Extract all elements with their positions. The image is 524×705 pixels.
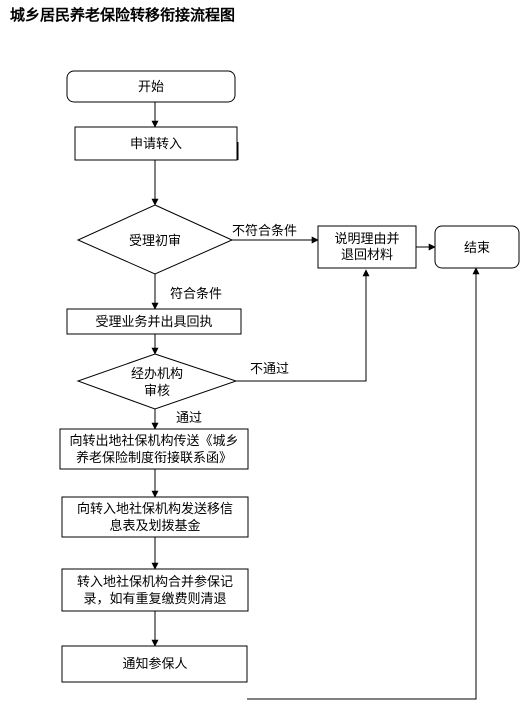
transfer-in-send-box bbox=[61, 496, 249, 538]
send-letter-box bbox=[59, 428, 249, 470]
edge-notify-end bbox=[247, 267, 480, 700]
agency-review-diamond bbox=[76, 353, 238, 410]
agency-review-line-1: 经办机构 bbox=[131, 367, 183, 382]
edge-agency-explain bbox=[236, 269, 370, 382]
accept-receipt-label: 受理业务并出具回执 bbox=[95, 314, 212, 330]
start-label: 开始 bbox=[138, 80, 164, 95]
page-title: 城乡居民养老保险转移衔接流程图 bbox=[10, 6, 236, 24]
apply-box bbox=[74, 126, 238, 161]
edge-label-not-qualified: 不符合条件 bbox=[232, 223, 297, 239]
transfer-in-send-line-1: 向转入地社保机构发送移信 bbox=[77, 501, 233, 517]
agency-review-line-2: 审核 bbox=[144, 384, 170, 399]
send-letter-line-2: 养老保险制度衔接联系函》 bbox=[76, 450, 232, 466]
explain-return-line-1: 说明理由并 bbox=[334, 232, 399, 247]
notify-box bbox=[61, 645, 248, 683]
notify-label: 通知参保人 bbox=[122, 656, 187, 672]
explain-return-line-2: 退回材料 bbox=[341, 248, 393, 263]
merge-records-box bbox=[61, 568, 249, 612]
accept-receipt-box bbox=[66, 308, 242, 335]
end-terminal bbox=[434, 225, 520, 269]
merge-records-line-1: 转入地社保机构合并参保记 bbox=[77, 574, 233, 590]
edge-label-not-passed: 不通过 bbox=[250, 362, 289, 377]
merge-records-line-2: 录，如有重复缴费则清退 bbox=[83, 591, 226, 607]
start-terminal bbox=[66, 70, 236, 103]
end-label: 结束 bbox=[464, 241, 490, 256]
explain-return-box bbox=[317, 225, 417, 269]
apply-label: 申请转入 bbox=[130, 137, 182, 152]
initial-review-label: 受理初审 bbox=[129, 234, 181, 249]
edge-label-passed: 通过 bbox=[176, 411, 202, 426]
initial-review-diamond bbox=[76, 204, 234, 275]
connectors bbox=[151, 102, 480, 700]
transfer-in-send-line-2: 息表及划拨基金 bbox=[109, 518, 200, 534]
edge-label-qualified: 符合条件 bbox=[170, 286, 222, 302]
send-letter-line-1: 向转出地社保机构传送《城乡 bbox=[69, 433, 238, 449]
